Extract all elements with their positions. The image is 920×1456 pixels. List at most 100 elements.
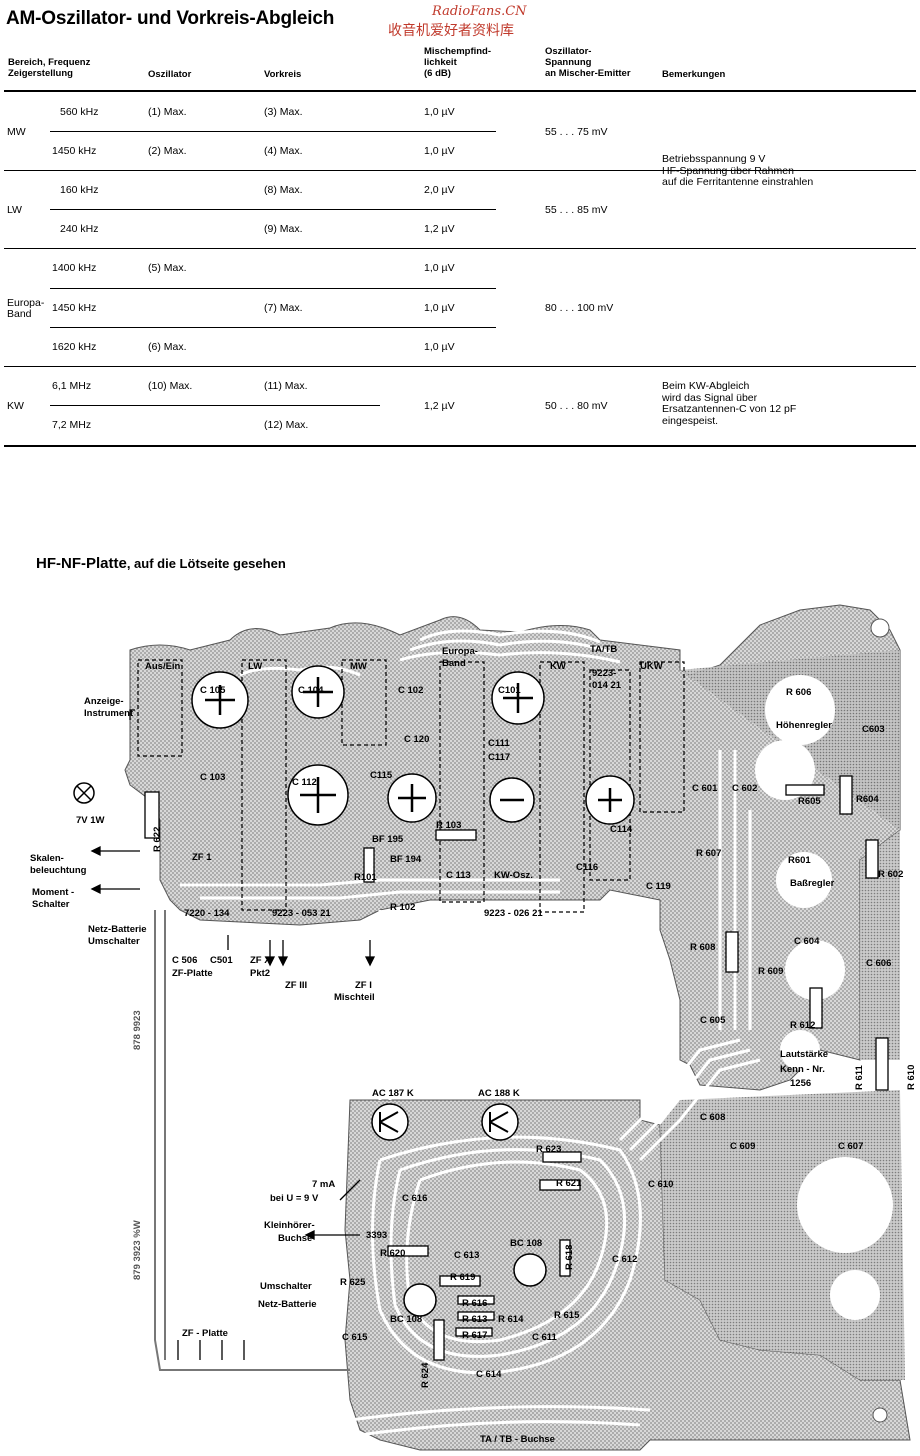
label-zf-platte: ZF - Platte xyxy=(182,1328,228,1339)
label-buchse: Buchse xyxy=(278,1233,312,1244)
label-c101: C101 xyxy=(498,685,521,696)
row-vor: (3) Max. xyxy=(264,106,303,118)
row-emp: 1,0 µV xyxy=(424,302,455,314)
label-c603: C603 xyxy=(862,724,885,735)
row-osz: (10) Max. xyxy=(148,380,193,392)
switch-blocks xyxy=(137,659,685,913)
label-r607: R 607 xyxy=(696,848,721,859)
label-c607: C 607 xyxy=(838,1141,863,1152)
row-vor: (4) Max. xyxy=(264,145,303,157)
label-r606: R 606 xyxy=(786,687,811,698)
band-europa: Europa- Band xyxy=(7,297,45,320)
label-pkt2: Pkt2 xyxy=(250,968,270,979)
label-7220: 7220 - 134 xyxy=(184,908,230,919)
board-title-main: HF-NF-Platte xyxy=(36,555,127,572)
label-c103: C 103 xyxy=(200,772,225,783)
label-c601: C 601 xyxy=(692,783,718,794)
label-ta-tb: TA/TB xyxy=(590,644,617,655)
label-c602: C 602 xyxy=(732,783,757,794)
board-title-rest: , auf die Lötseite gesehen xyxy=(126,556,286,571)
label-bei-ub: bei U = 9 V xyxy=(270,1193,319,1204)
label-bass: Baßregler xyxy=(790,878,835,889)
label-c111: C111 xyxy=(488,738,510,749)
label-zf-platte-top: ZF-Platte xyxy=(172,968,213,979)
label-r617: R 617 xyxy=(462,1330,487,1341)
label-instrument: Instrument xyxy=(84,708,134,719)
row-osz: (2) Max. xyxy=(148,145,187,157)
table-bottom-rule xyxy=(4,445,916,447)
label-zf1: ZF I xyxy=(355,980,372,991)
label-umschalter: Umschalter xyxy=(88,936,140,947)
label-c606: C 606 xyxy=(866,958,891,969)
spannung-europa: 80 . . . 100 mV xyxy=(545,302,614,314)
label-c616: C 616 xyxy=(402,1193,427,1204)
label-zf3: ZF III xyxy=(285,980,307,991)
row-vor: (11) Max. xyxy=(264,380,308,392)
band-kw: KW xyxy=(7,400,24,412)
row-vor: (12) Max. xyxy=(264,419,309,431)
watermark-sub: 收音机爱好者资料库 xyxy=(388,23,514,39)
label-c117: C117 xyxy=(488,752,510,763)
row-freq: 160 kHz xyxy=(60,184,99,196)
row-emp: 1,2 µV xyxy=(424,400,455,412)
label-9223d: 014 21 xyxy=(592,680,622,691)
label-r625: R 625 xyxy=(340,1277,366,1288)
label-europa: Europa- xyxy=(442,646,478,657)
label-9223b: 9223 - 026 21 xyxy=(484,908,543,919)
label-9223a: 9223 - 053 21 xyxy=(272,908,331,919)
label-bf194: BF 194 xyxy=(390,854,422,865)
band-mw: MW xyxy=(7,126,26,138)
label-c116: C116 xyxy=(576,862,598,873)
row-divider xyxy=(50,405,380,406)
board-title: HF-NF-Platte, auf die Lötseite gesehen xyxy=(36,555,286,572)
label-laut: Lautstärke xyxy=(780,1049,828,1060)
label-c115: C115 xyxy=(370,770,393,781)
label-r622: R 622 xyxy=(152,827,163,852)
label-c615: C 615 xyxy=(342,1332,368,1343)
label-aus-ein: Aus/Ein xyxy=(145,661,181,672)
label-9223c: 9223- xyxy=(592,668,616,679)
label-c613: C 613 xyxy=(454,1250,479,1261)
label-c113: C 113 xyxy=(446,870,471,881)
label-band: Band xyxy=(442,658,466,669)
label-c506: C 506 xyxy=(172,955,197,966)
label-r615: R 615 xyxy=(554,1310,580,1321)
band-divider xyxy=(4,248,916,249)
bemerkung-am: Betriebsspannung 9 V HF-Spannung über Ra… xyxy=(662,153,814,188)
row-emp: 1,0 µV xyxy=(424,341,455,353)
row-freq: 1620 kHz xyxy=(52,341,97,353)
label-r608: R 608 xyxy=(690,942,715,953)
label-bf195: BF 195 xyxy=(372,834,404,845)
label-c119: C 119 xyxy=(646,881,671,892)
label-zf1-coil: ZF 1 xyxy=(192,852,212,863)
label-r611: R 611 xyxy=(854,1064,865,1090)
label-kenn-no: 1256 xyxy=(790,1078,811,1089)
label-r609: R 609 xyxy=(758,966,783,977)
label-netz-batterie: Netz-Batterie xyxy=(88,924,147,935)
label-7ma: 7 mA xyxy=(312,1179,335,1190)
label-mw: MW xyxy=(350,661,367,672)
row-divider xyxy=(50,327,496,328)
label-r613: R 613 xyxy=(462,1314,487,1325)
label-kw: KW xyxy=(550,661,566,672)
label-r601: R601 xyxy=(788,855,811,866)
label-r103: R 103 xyxy=(436,820,461,831)
label-bc108b: BC 108 xyxy=(390,1314,422,1325)
label-c610: C 610 xyxy=(648,1179,673,1190)
connection-arrows xyxy=(90,709,376,1360)
label-r623: R 623 xyxy=(536,1144,561,1155)
label-r614: R 614 xyxy=(498,1314,524,1325)
label-lw: LW xyxy=(248,661,262,672)
resistors xyxy=(144,775,889,1361)
row-emp: 1,0 µV xyxy=(424,145,455,157)
label-r620: R 620 xyxy=(380,1248,405,1259)
label-serial2: 879 3923 %W xyxy=(132,1220,143,1280)
label-beleuchtung: beleuchtung xyxy=(30,865,87,876)
label-c604: C 604 xyxy=(794,936,820,947)
row-freq: 560 kHz xyxy=(60,106,99,118)
label-umschalter2: Umschalter xyxy=(260,1281,312,1292)
label-r604: R604 xyxy=(856,794,879,805)
label-r618: R 618 xyxy=(564,1245,575,1270)
nf-transistors xyxy=(371,1103,547,1317)
label-3393: 3393 xyxy=(366,1230,387,1241)
